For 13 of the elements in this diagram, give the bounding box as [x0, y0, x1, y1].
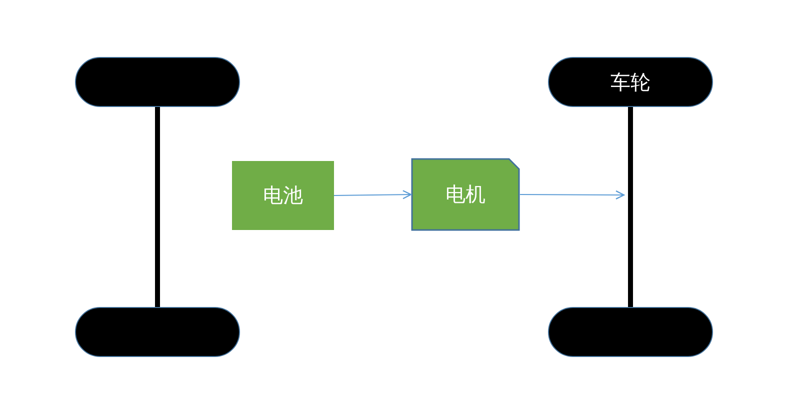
node-label: 车轮	[610, 68, 650, 96]
axle-line	[628, 107, 633, 307]
battery-box	[232, 161, 334, 230]
node-label: 电机	[446, 181, 486, 208]
arrow	[334, 190, 412, 200]
axle-line	[155, 107, 160, 307]
node-label: 电池	[263, 182, 303, 209]
wheel-shape	[75, 307, 240, 357]
wheel-shape	[548, 307, 713, 357]
wheel-shape	[75, 57, 240, 107]
motor-box	[411, 158, 520, 231]
wheel-shape	[548, 57, 713, 107]
arrow	[520, 190, 625, 200]
